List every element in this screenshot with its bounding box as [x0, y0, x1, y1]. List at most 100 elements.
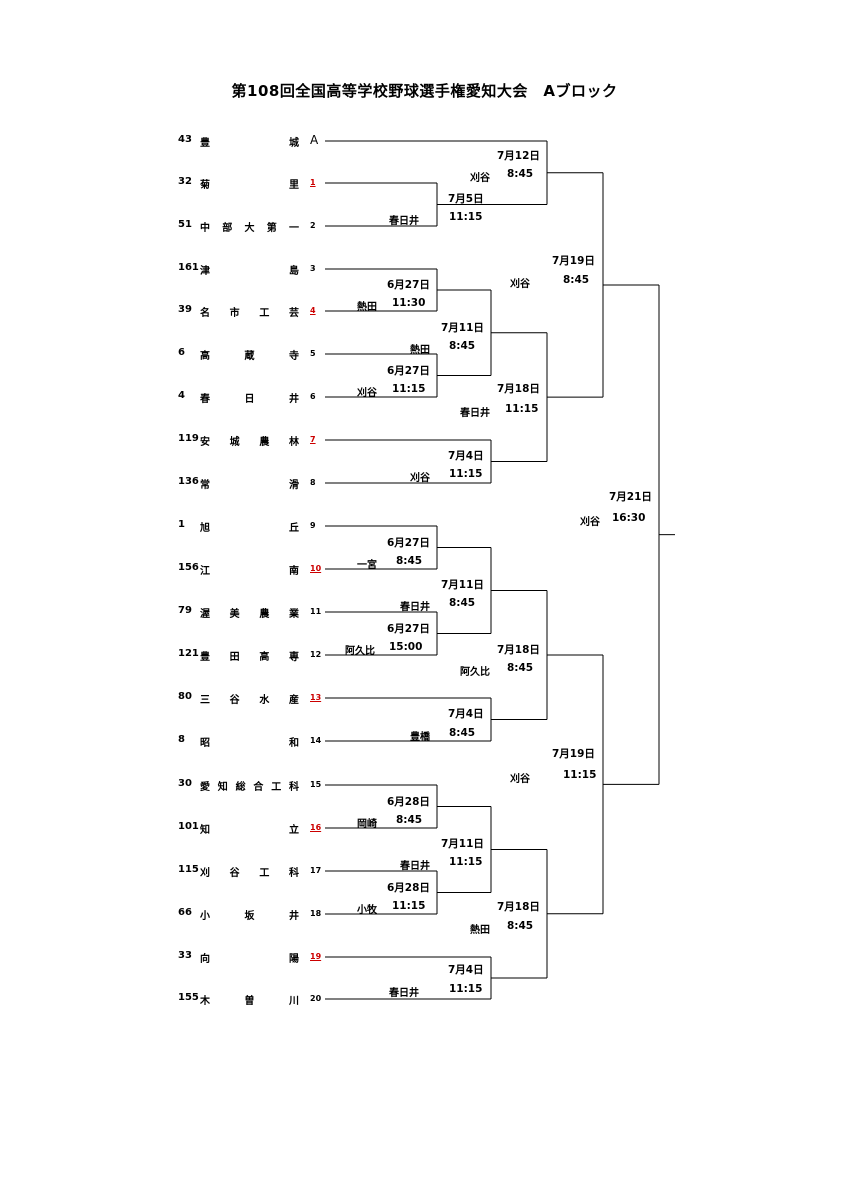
team-seed: 121 [178, 648, 199, 659]
team-draw-number: 5 [310, 349, 316, 358]
team-draw-number: 18 [310, 909, 322, 918]
team-seed: 161 [178, 262, 199, 273]
game-venue: 春日井 [460, 408, 490, 419]
team-name: 三谷水産 [200, 695, 299, 706]
team-seed: 43 [178, 134, 192, 145]
game-date: 6月27日 [387, 623, 430, 635]
team-draw-number: 17 [310, 866, 322, 875]
team-name: 愛知総合工科 [200, 782, 299, 793]
game-venue: 阿久比 [345, 646, 375, 657]
game-time: 11:15 [449, 211, 483, 223]
game-venue: 春日井 [400, 861, 430, 872]
team-name: 名市工芸 [200, 308, 299, 319]
game-date: 7月11日 [441, 322, 484, 334]
team-name: 常滑 [200, 480, 299, 491]
team-draw-number: 19 [310, 952, 322, 961]
team-draw-number: 16 [310, 823, 322, 832]
game-time: 11:15 [392, 900, 426, 912]
game-time: 16:30 [612, 512, 646, 524]
game-time: 11:15 [392, 383, 426, 395]
game-venue: 刈谷 [470, 173, 490, 184]
team-name: 春日井 [200, 394, 299, 405]
game-time: 11:15 [449, 856, 483, 868]
team-name: 中部大第一 [200, 223, 299, 234]
team-draw-number: 2 [310, 221, 316, 230]
team-name: 江南 [200, 566, 299, 577]
game-venue: 刈谷 [357, 388, 377, 399]
team-seed: 1 [178, 519, 185, 530]
game-venue: 熱田 [410, 345, 430, 356]
team-seed: 136 [178, 476, 199, 487]
team-seed: 8 [178, 734, 185, 745]
team-draw-number: 14 [310, 736, 322, 745]
team-draw-number: A [310, 133, 319, 147]
team-draw-number: 15 [310, 780, 322, 789]
game-venue: 春日井 [400, 602, 430, 613]
team-seed: 66 [178, 907, 192, 918]
game-date: 7月18日 [497, 644, 540, 656]
game-date: 6月28日 [387, 882, 430, 894]
game-venue: 熱田 [357, 302, 377, 313]
game-venue: 熱田 [470, 925, 490, 936]
team-seed: 80 [178, 691, 192, 702]
team-draw-number: 7 [310, 435, 316, 444]
game-time: 11:15 [505, 403, 539, 415]
game-venue: 一宮 [357, 560, 377, 571]
game-date: 7月11日 [441, 838, 484, 850]
game-venue: 刈谷 [580, 517, 600, 528]
game-time: 8:45 [449, 727, 476, 739]
game-venue: 阿久比 [460, 667, 490, 678]
team-name: 刈谷工科 [200, 868, 299, 879]
team-name: 高蔵寺 [200, 351, 299, 362]
team-seed: 30 [178, 778, 192, 789]
team-seed: 101 [178, 821, 199, 832]
team-seed: 33 [178, 950, 192, 961]
game-time: 11:30 [392, 297, 426, 309]
team-seed: 6 [178, 347, 185, 358]
team-draw-number: 1 [310, 178, 316, 187]
game-time: 11:15 [449, 983, 483, 995]
game-venue: 春日井 [389, 216, 419, 227]
team-seed: 4 [178, 390, 185, 401]
team-draw-number: 4 [310, 306, 316, 315]
game-time: 8:45 [507, 168, 534, 180]
team-name: 津島 [200, 266, 299, 277]
game-time: 8:45 [396, 814, 423, 826]
team-draw-number: 6 [310, 392, 316, 401]
team-draw-number: 3 [310, 264, 316, 273]
team-name: 旭丘 [200, 523, 299, 534]
game-time: 8:45 [396, 555, 423, 567]
game-date: 6月28日 [387, 796, 430, 808]
game-date: 7月21日 [609, 491, 652, 503]
game-date: 7月18日 [497, 383, 540, 395]
game-date: 7月11日 [441, 579, 484, 591]
team-name: 渥美農業 [200, 609, 299, 620]
team-name: 小坂井 [200, 911, 299, 922]
game-date: 6月27日 [387, 537, 430, 549]
team-seed: 155 [178, 992, 199, 1003]
game-date: 7月5日 [448, 193, 484, 205]
game-time: 8:45 [449, 597, 476, 609]
game-venue: 岡崎 [357, 819, 377, 830]
team-seed: 39 [178, 304, 192, 315]
game-date: 7月19日 [552, 748, 595, 760]
team-name: 安城農林 [200, 437, 299, 448]
game-venue: 小牧 [357, 905, 377, 916]
team-draw-number: 8 [310, 478, 316, 487]
game-time: 8:45 [507, 920, 534, 932]
game-venue: 刈谷 [510, 774, 530, 785]
game-time: 11:15 [449, 468, 483, 480]
team-seed: 32 [178, 176, 192, 187]
team-seed: 119 [178, 433, 199, 444]
game-date: 7月19日 [552, 255, 595, 267]
team-name: 向陽 [200, 954, 299, 965]
game-date: 6月27日 [387, 279, 430, 291]
team-draw-number: 11 [310, 607, 322, 616]
game-date: 7月12日 [497, 150, 540, 162]
game-time: 8:45 [563, 274, 590, 286]
game-date: 7月4日 [448, 708, 484, 720]
game-time: 11:15 [563, 769, 597, 781]
game-time: 8:45 [507, 662, 534, 674]
team-draw-number: 9 [310, 521, 316, 530]
game-date: 7月18日 [497, 901, 540, 913]
